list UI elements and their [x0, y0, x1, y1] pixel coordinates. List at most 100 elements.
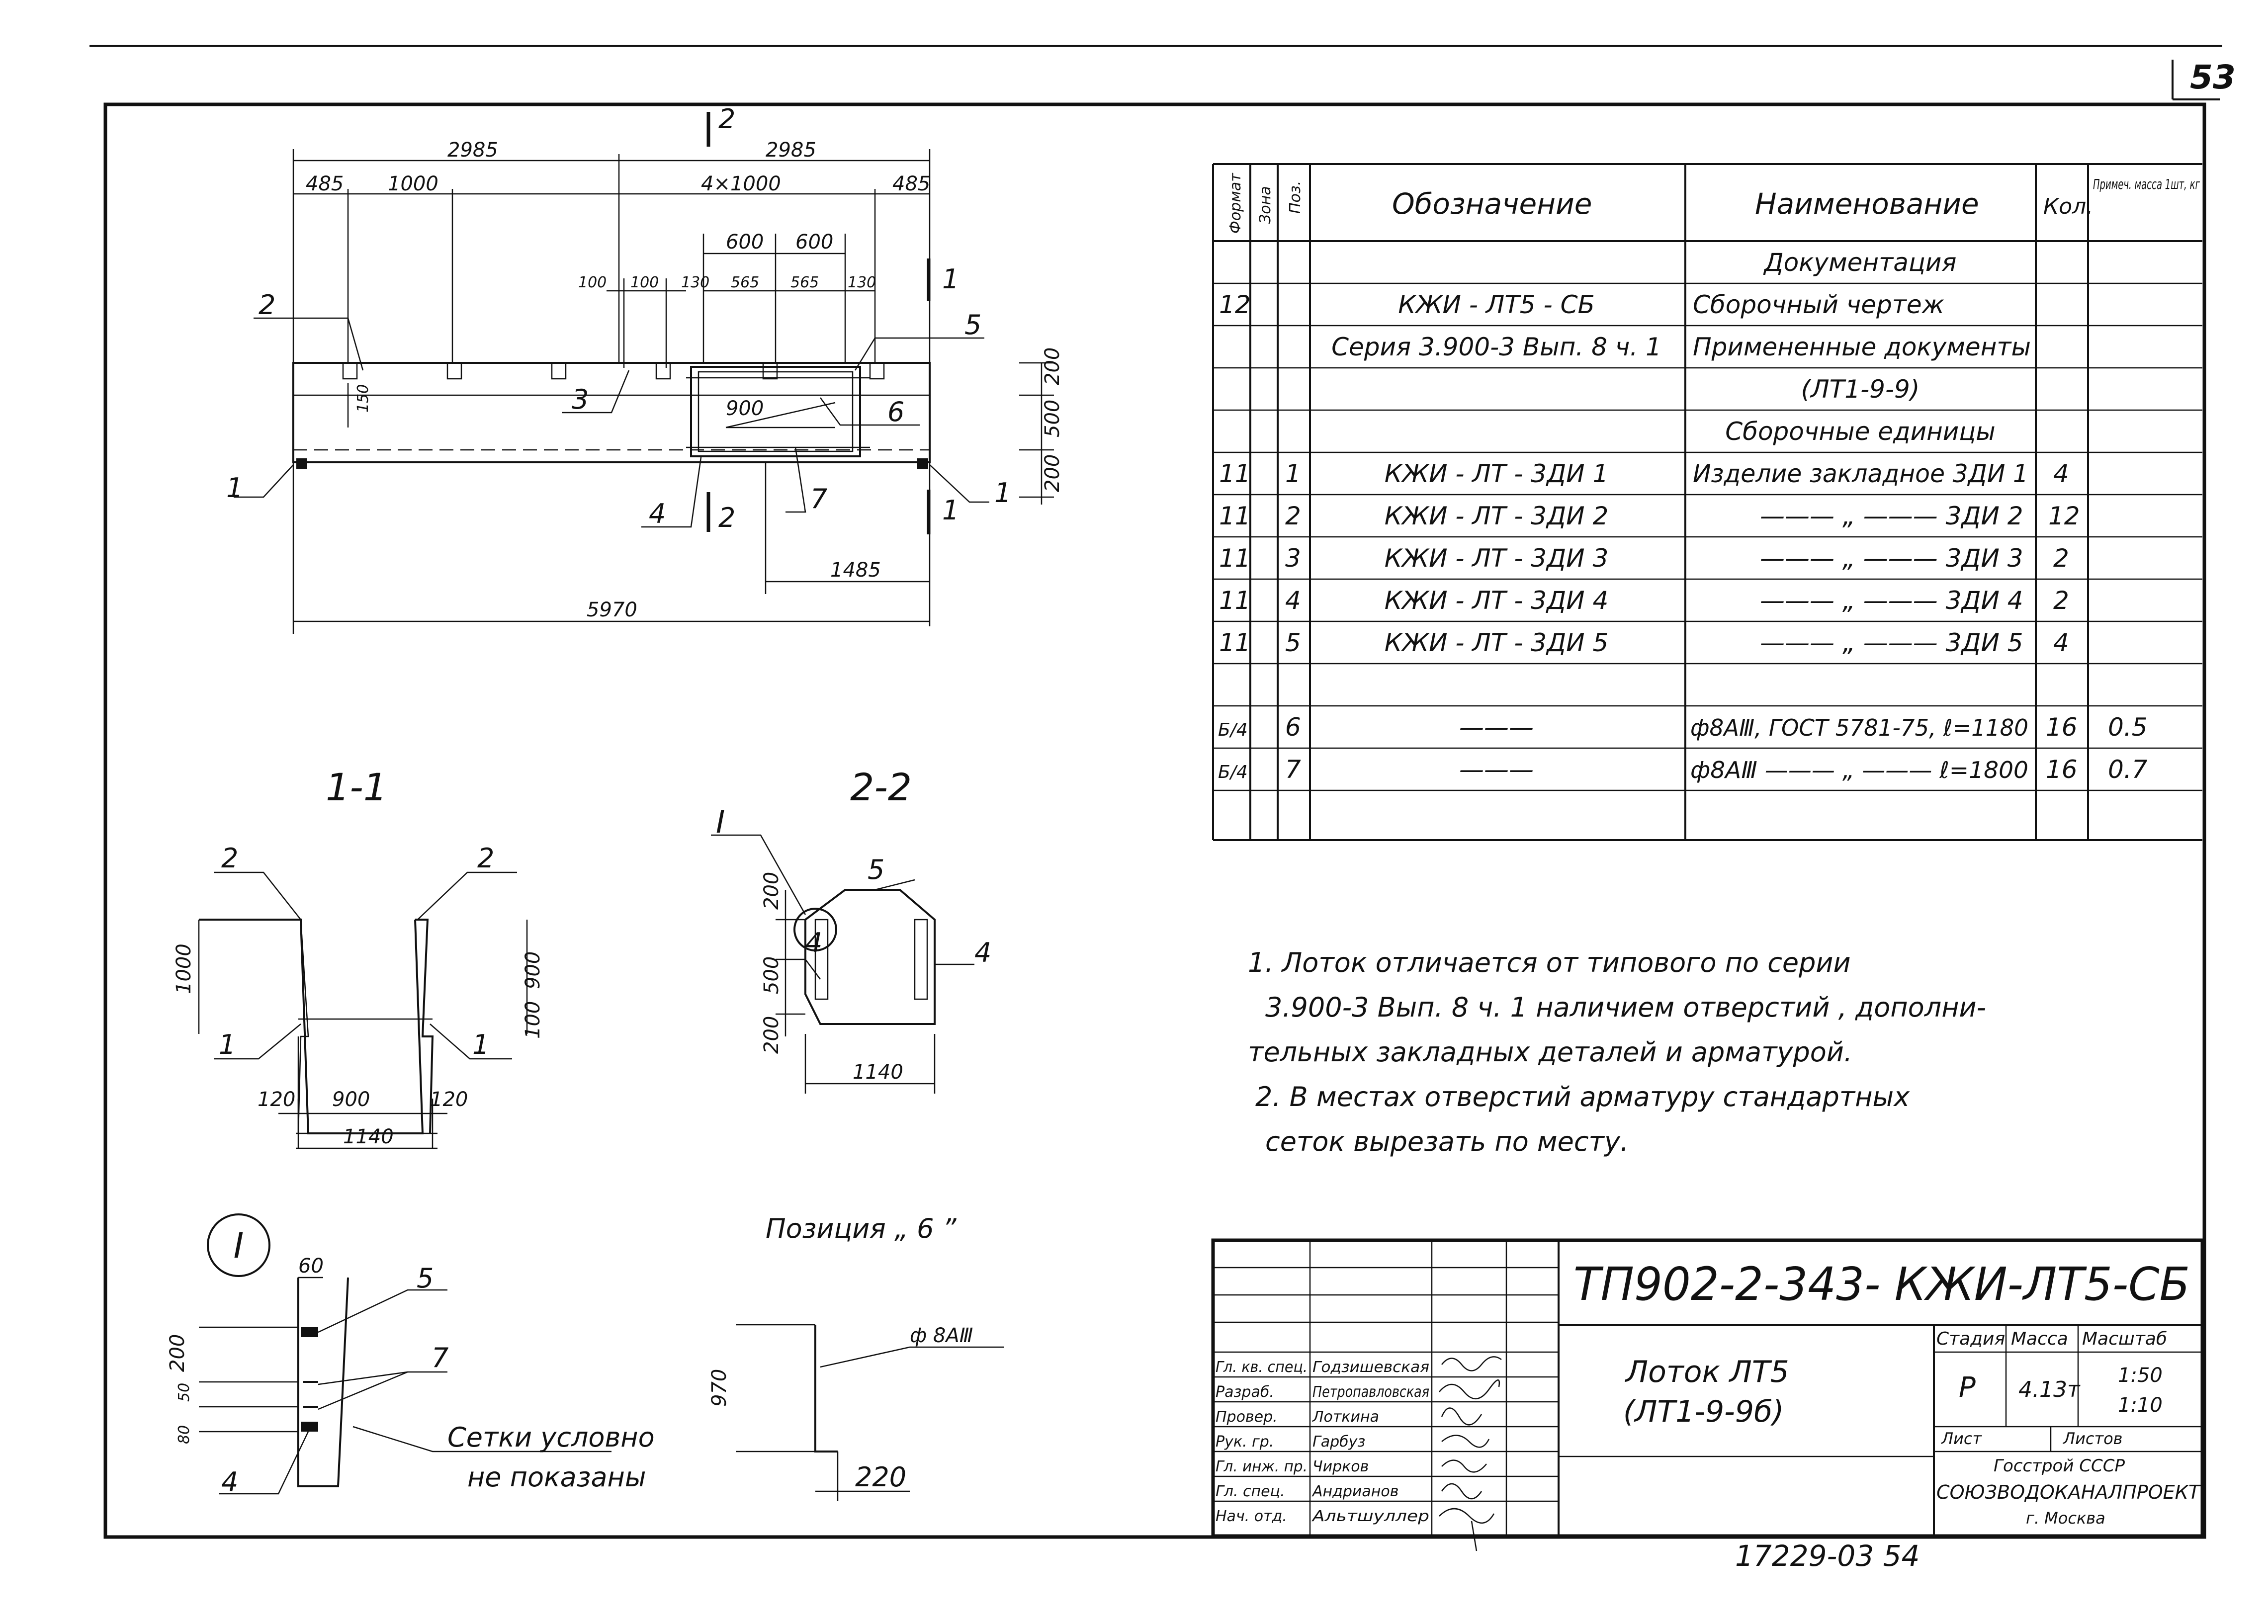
svg-text:100: 100 — [630, 274, 659, 291]
svg-text:6: 6 — [887, 396, 904, 427]
svg-text:485: 485 — [892, 172, 930, 195]
svg-text:Кол.: Кол. — [2043, 194, 2093, 219]
svg-text:200: 200 — [760, 1016, 783, 1054]
svg-text:0.7: 0.7 — [2108, 755, 2148, 784]
detail-I: I 60 200 50 80 5 7 4 Сетки условно не по… — [166, 1213, 655, 1498]
svg-text:1140: 1140 — [853, 1061, 903, 1084]
svg-text:1: 1 — [994, 477, 1011, 509]
position-6-title: Позиция „ 6 ” — [766, 1213, 957, 1244]
svg-text:11: 11 — [1219, 586, 1251, 615]
spec-table: Формат Зона Поз. Обозначение Наименовани… — [1212, 163, 2202, 841]
svg-text:Зона: Зона — [1257, 186, 1274, 224]
spec-row: Серия 3.900-3 Вып. 8 ч. 1 Примененные до… — [1331, 333, 2031, 361]
svg-text:4: 4 — [2053, 628, 2069, 657]
svg-text:Годзишевская: Годзишевская — [1312, 1359, 1429, 1376]
svg-text:12: 12 — [2048, 502, 2080, 530]
sheet-frame — [103, 102, 2206, 1539]
section-2-2-title: 2-2 — [850, 765, 912, 809]
svg-text:2: 2 — [221, 843, 238, 874]
svg-text:——— „ ——— 3ДИ 5: ——— „ ——— 3ДИ 5 — [1760, 628, 2023, 657]
spec-row: Документация — [1763, 248, 1957, 277]
svg-text:1: 1 — [226, 472, 243, 504]
spec-row: 11 1 КЖИ - ЛТ - 3ДИ 1 Изделие закладное … — [1219, 459, 2069, 488]
section-1-1-title: 1-1 — [326, 765, 387, 809]
svg-text:———: ——— — [1459, 713, 1534, 742]
svg-text:Госстрой СССР: Госстрой СССР — [1994, 1456, 2125, 1476]
svg-text:Лист: Лист — [1941, 1429, 1982, 1448]
svg-text:1: 1 — [942, 263, 959, 295]
section-cut-marks: 2 2 1 1 — [706, 103, 959, 534]
detail-note-line-2: не показаны — [467, 1461, 646, 1493]
svg-text:Рук. гр.: Рук. гр. — [1216, 1433, 1274, 1451]
svg-text:11: 11 — [1219, 459, 1251, 488]
svg-text:2: 2 — [718, 502, 735, 533]
title-block: ТП902-2-343- КЖИ-ЛТ5-СБ Лоток ЛТ5 (ЛТ1-9… — [1211, 1238, 2204, 1551]
svg-text:Формат: Формат — [1227, 172, 1244, 234]
svg-text:КЖИ - ЛТ - 3ДИ 5: КЖИ - ЛТ - 3ДИ 5 — [1385, 628, 1609, 657]
svg-text:16: 16 — [2046, 755, 2078, 784]
detail-I-circle — [207, 1213, 270, 1277]
plan-dimension-lines — [292, 149, 1054, 634]
svg-text:6: 6 — [1285, 713, 1301, 742]
svg-text:2: 2 — [2053, 544, 2069, 573]
svg-text:1: 1 — [219, 1029, 236, 1060]
note-line: тельных закладных деталей и арматурой. — [1248, 1036, 1852, 1068]
section-1-1-left-wall — [199, 919, 424, 1134]
drawing-code: ТП902-2-343- КЖИ-ЛТ5-СБ — [1573, 1258, 2190, 1311]
svg-text:4: 4 — [649, 498, 666, 529]
svg-text:220: 220 — [855, 1461, 906, 1493]
svg-text:Примененные документы: Примененные документы — [1693, 333, 2031, 361]
svg-text:11: 11 — [1219, 544, 1251, 573]
svg-text:120: 120 — [258, 1088, 295, 1111]
svg-text:I: I — [716, 804, 725, 840]
svg-text:Гл. спец.: Гл. спец. — [1216, 1483, 1285, 1500]
svg-text:Петропавловская: Петропавловская — [1312, 1383, 1429, 1401]
svg-text:Обозначение: Обозначение — [1392, 187, 1592, 221]
spec-row: 11 4 КЖИ - ЛТ - 3ДИ 4 ——— „ ——— 3ДИ 4 2 — [1219, 586, 2069, 615]
svg-text:1: 1 — [942, 495, 959, 526]
svg-text:Гл. кв. спец.: Гл. кв. спец. — [1216, 1359, 1308, 1376]
svg-text:(ЛТ1-9-9): (ЛТ1-9-9) — [1801, 375, 1920, 404]
plan-view: 2985 2985 485 1000 4×1000 485 600 600 10… — [226, 103, 1064, 634]
svg-text:Примеч. масса 1шт, кг: Примеч. масса 1шт, кг — [2093, 176, 2200, 192]
tray-plan-outline — [292, 362, 931, 463]
svg-text:Наименование: Наименование — [1755, 187, 1979, 221]
svg-text:200: 200 — [760, 872, 783, 910]
svg-text:60: 60 — [298, 1255, 324, 1278]
footer-code: 17229-03 54 — [1735, 1539, 1919, 1573]
svg-text:900: 900 — [726, 397, 764, 420]
svg-text:СОЮЗВОДОКАНАЛПРОЕКТ: СОЮЗВОДОКАНАЛПРОЕКТ — [1936, 1481, 2201, 1503]
position-6: Позиция „ 6 ” 970 220 ф 8АⅢ — [708, 1213, 1004, 1501]
svg-text:16: 16 — [2046, 713, 2078, 742]
svg-text:Альтшуллер: Альтшуллер — [1311, 1508, 1429, 1525]
svg-text:2: 2 — [259, 289, 275, 321]
section-2-2: 2-2 200 500 200 1140 I 5 4 4 — [711, 765, 991, 1094]
svg-text:Б/4: Б/4 — [1218, 762, 1248, 782]
svg-text:Гарбуз: Гарбуз — [1312, 1433, 1365, 1451]
svg-text:5970: 5970 — [587, 598, 637, 621]
svg-text:I: I — [234, 1225, 244, 1266]
embedded-plates — [296, 362, 928, 469]
svg-text:Лоткина: Лоткина — [1312, 1408, 1379, 1426]
svg-text:7: 7 — [432, 1342, 448, 1373]
svg-text:Поз.: Поз. — [1287, 181, 1304, 214]
svg-text:2: 2 — [1285, 502, 1301, 530]
svg-text:200: 200 — [1041, 454, 1064, 492]
svg-text:1: 1 — [472, 1029, 489, 1060]
svg-text:11: 11 — [1219, 502, 1251, 530]
note-line: 3.900-3 Вып. 8 ч. 1 наличием отверстий ,… — [1265, 992, 1986, 1023]
svg-text:4: 4 — [1285, 586, 1301, 615]
svg-text:5: 5 — [964, 309, 981, 341]
spec-row: Сборочные единицы — [1725, 417, 1996, 446]
svg-text:2985: 2985 — [447, 139, 498, 162]
svg-text:565: 565 — [790, 274, 819, 291]
plan-dimension-text: 2985 2985 485 1000 4×1000 485 600 600 10… — [306, 139, 1064, 621]
svg-text:1485: 1485 — [830, 559, 881, 582]
spec-row: Б/4 7 ——— ф8АⅢ ——— „ ——— ℓ=1800 16 0.7 — [1218, 755, 2148, 784]
svg-text:Масштаб: Масштаб — [2082, 1329, 2167, 1349]
svg-text:900: 900 — [332, 1088, 370, 1111]
spec-row: 11 3 КЖИ - ЛТ - 3ДИ 3 ——— „ ——— 3ДИ 3 2 — [1219, 544, 2069, 573]
spec-row: 11 5 КЖИ - ЛТ - 3ДИ 5 ——— „ ——— 3ДИ 5 4 — [1219, 628, 2069, 657]
plan-leaders: 2 3 5 6 7 4 1 1 — [226, 289, 1011, 529]
